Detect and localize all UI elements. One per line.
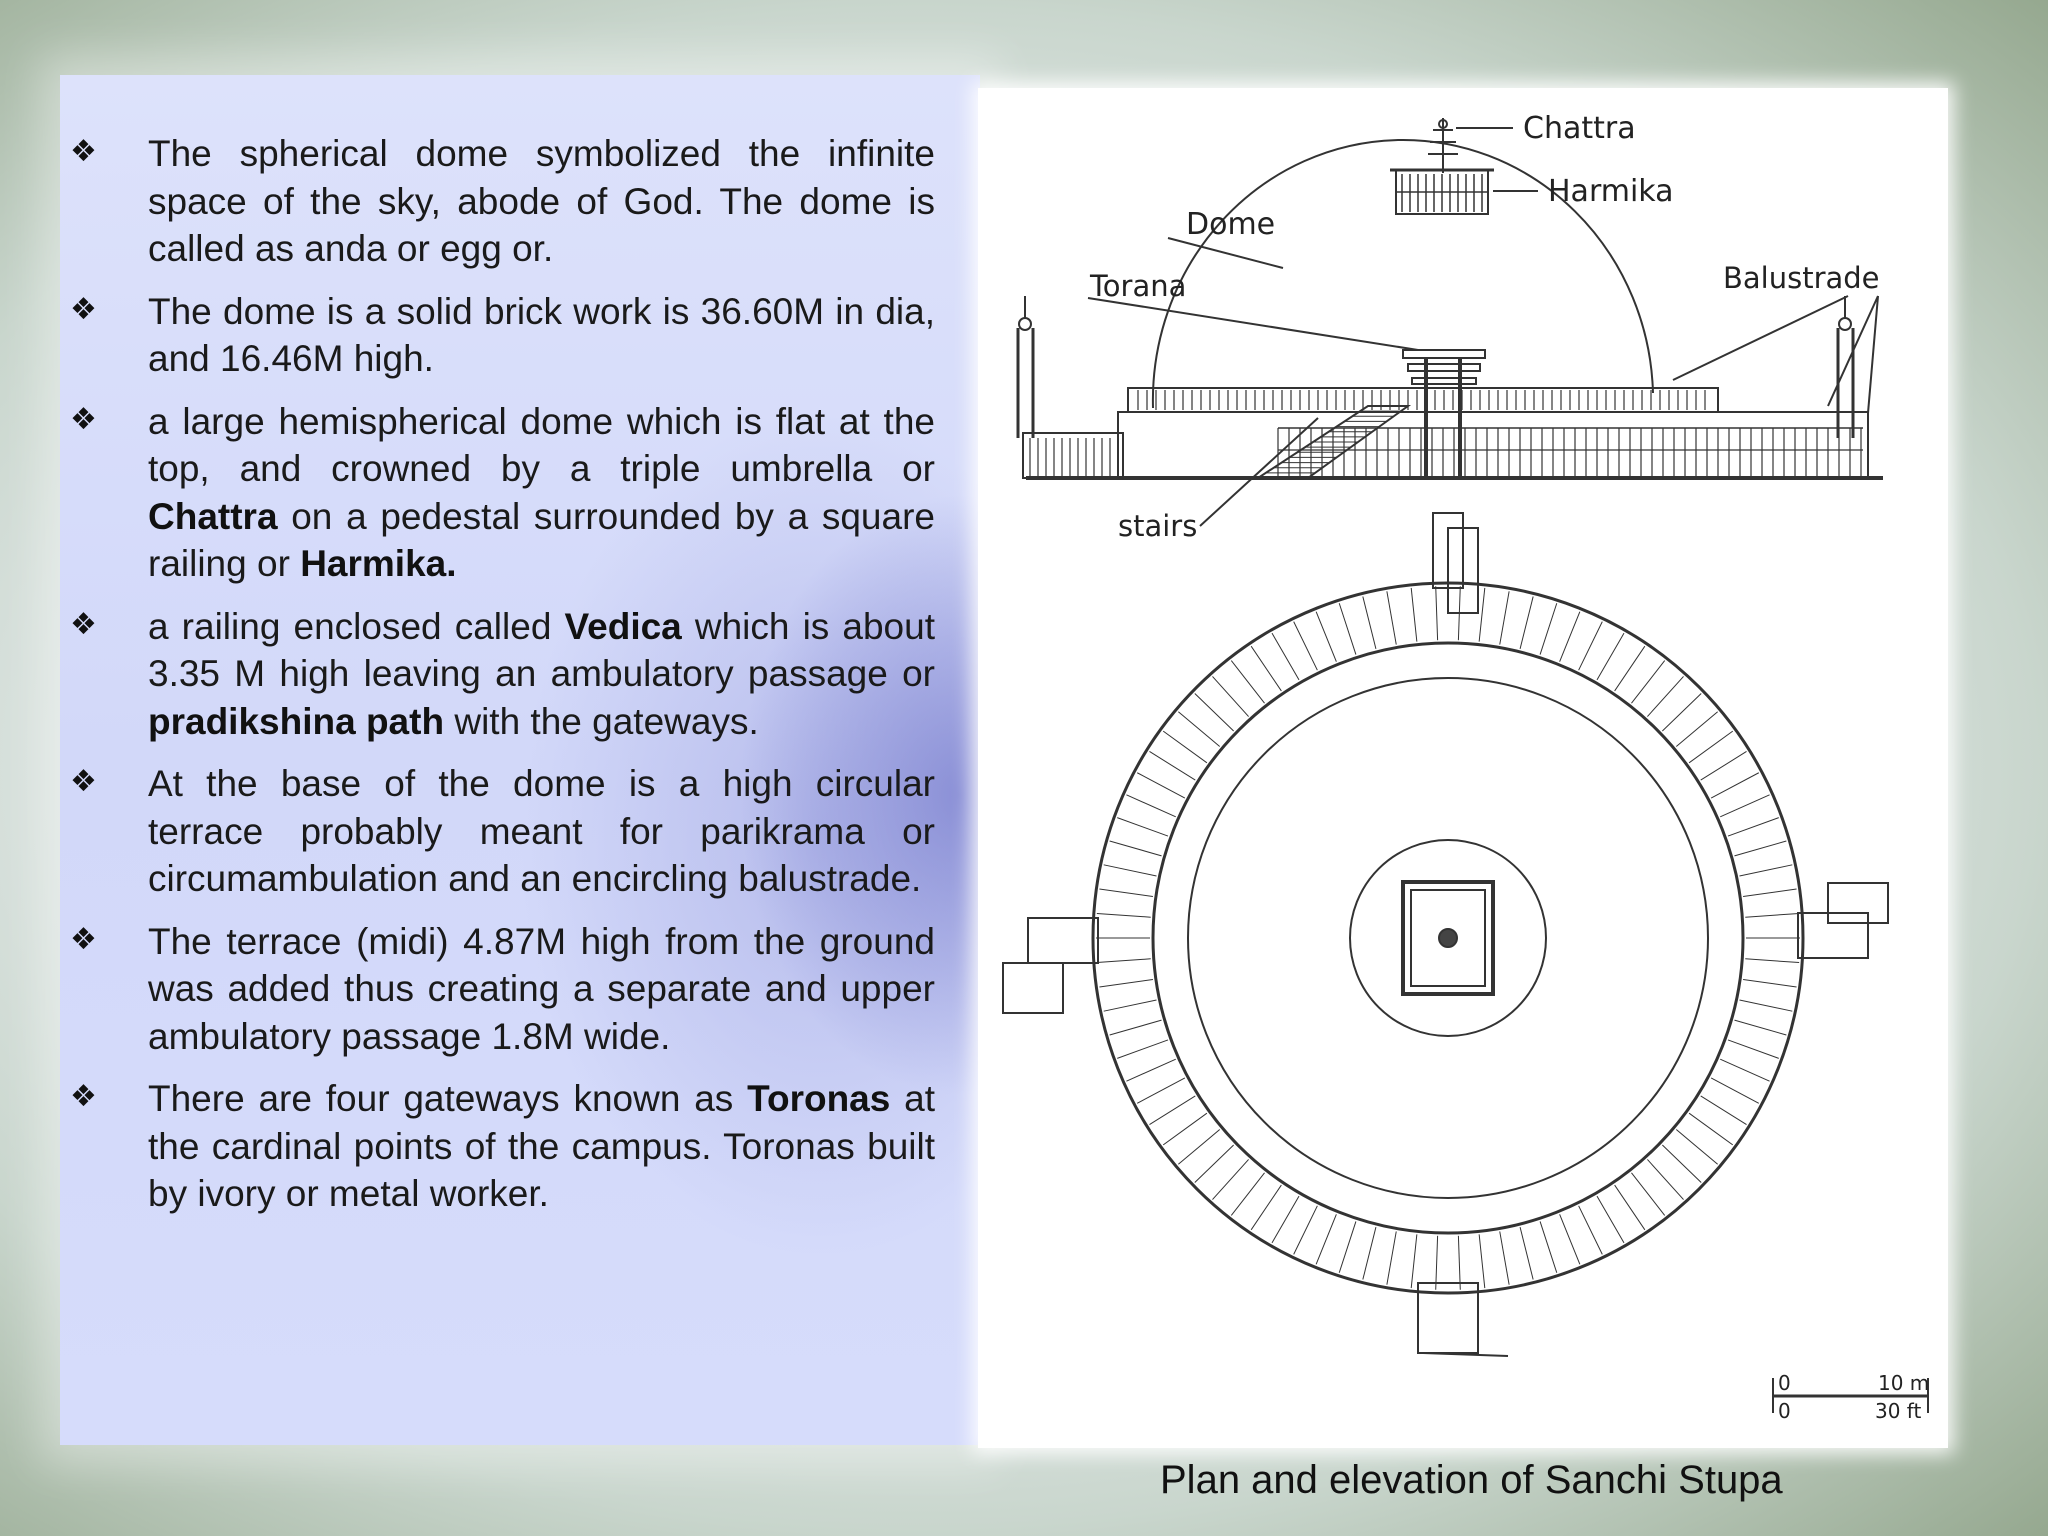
left-railing (1022, 432, 1124, 479)
bullet-text: The spherical dome symbolized the infini… (148, 130, 935, 273)
bullet-term: Toronas (747, 1078, 891, 1119)
bullet-item: ❖ There are four gateways known as Torona… (70, 1075, 935, 1218)
south-gateway (1417, 1282, 1509, 1357)
elevation-drawing: Chattra Harmika Dome Torana Balustrade s… (1016, 111, 1883, 543)
bullet-item: ❖ a large hemispherical dome which is fl… (70, 398, 935, 588)
bullet-diamond-icon: ❖ (70, 1079, 97, 1114)
bullet-diamond-icon: ❖ (70, 401, 97, 437)
bullet-term: Chattra (148, 495, 278, 537)
stupa-diagram: Chattra Harmika Dome Torana Balustrade s… (1002, 111, 1929, 1423)
harmika-box (1390, 168, 1494, 215)
bullet-fragment: There are four gateways known as (148, 1078, 748, 1119)
label-stairs: stairs (1118, 509, 1197, 543)
bullet-item: ❖ a railing enclosed called Vedica which… (70, 603, 935, 746)
plan-drawing (1002, 512, 1889, 1357)
scale-m-max: 10 m (1878, 1371, 1929, 1395)
bullet-item: ❖ At the base of the dome is a high circ… (70, 760, 935, 903)
north-gateway (1432, 512, 1479, 614)
center-marker (1438, 928, 1458, 948)
bullet-diamond-icon: ❖ (70, 764, 97, 799)
bullet-text: At the base of the dome is a high circul… (148, 760, 935, 903)
bullet-fragment: at the cardinal points of the campus. To… (148, 1078, 935, 1214)
figure-caption: Plan and elevation of Sanchi Stupa (1160, 1458, 1783, 1502)
bullet-fragment: with the gateways. (444, 700, 759, 742)
torana-leader (1087, 297, 1419, 351)
label-harmika: Harmika (1548, 174, 1674, 209)
bullet-diamond-icon: ❖ (70, 606, 97, 642)
stairs (1254, 405, 1412, 479)
bullet-fragment: a railing enclosed called (148, 605, 565, 647)
west-gateway (1002, 917, 1099, 1014)
bullet-text: a large hemispherical dome which is flat… (148, 398, 935, 588)
bullet-term: pradikshina path (148, 700, 445, 742)
bullet-fragment: which is about 3.35 M high leaving an am… (148, 605, 935, 695)
balustrade-leader-1 (1867, 295, 1879, 414)
balustrade-pillars (1016, 296, 1855, 438)
label-chattra: Chattra (1523, 111, 1636, 146)
bullet-text: The dome is a solid brick work is 36.60M… (148, 288, 935, 383)
label-balustrade: Balustrade (1723, 261, 1880, 295)
bullet-fragment: The terrace (midi) 4.87M high from the g… (148, 920, 935, 1057)
bullet-fragment: The dome is a solid brick work is 36.60M… (148, 290, 935, 380)
harmika-square (1401, 880, 1495, 996)
bullet-fragment: a large hemispherical dome which is flat… (148, 400, 935, 490)
bullet-diamond-icon: ❖ (70, 291, 97, 327)
dome-leader (1167, 237, 1284, 269)
balustrade-leader-3 (1672, 295, 1849, 381)
balustrade-leader-2 (1827, 295, 1879, 407)
figure-card: Chattra Harmika Dome Torana Balustrade s… (978, 88, 1948, 1448)
bullet-text: There are four gateways known as Toronas… (148, 1075, 935, 1218)
terrace (1117, 387, 1869, 479)
scale-bar: 0 10 m 0 30 ft (1772, 1371, 1929, 1423)
terrace-ring (1151, 641, 1745, 1235)
stairs-leader (1199, 417, 1319, 527)
chattra-spire (1428, 118, 1458, 173)
label-torana: Torana (1089, 269, 1186, 303)
text-panel (60, 75, 980, 1445)
ambulatory-segments (1096, 586, 1800, 1290)
label-dome: Dome (1186, 207, 1275, 242)
bullet-term: Vedica (564, 605, 682, 647)
bullet-item: ❖ The dome is a solid brick work is 36.6… (70, 288, 935, 383)
bullet-diamond-icon: ❖ (70, 134, 97, 169)
scale-ft-max: 30 ft (1875, 1399, 1921, 1423)
harmika-square-inner (1410, 889, 1486, 987)
bullet-fragment: on a pedestal surrounded by a square rai… (148, 495, 935, 585)
bullet-fragment: At the base of the dome is a high circul… (148, 763, 935, 899)
bullet-item: ❖ The spherical dome symbolized the infin… (70, 130, 935, 273)
bullet-list: ❖ The spherical dome symbolized the infin… (70, 130, 935, 1233)
bullet-text: The terrace (midi) 4.87M high from the g… (148, 918, 935, 1061)
bullet-fragment: The spherical dome symbolized the infini… (148, 133, 935, 269)
scale-m-zero: 0 (1778, 1371, 1791, 1395)
bullet-text: a railing enclosed called Vedica which i… (148, 603, 935, 746)
bullet-diamond-icon: ❖ (70, 921, 97, 957)
dome-base-ring (1187, 677, 1709, 1199)
dome-outline (1151, 138, 1654, 409)
inner-ring (1349, 839, 1547, 1037)
torana-gate (1402, 349, 1486, 478)
bullet-item: ❖ The terrace (midi) 4.87M high from the … (70, 918, 935, 1061)
bullet-term: Harmika. (300, 543, 457, 584)
east-gateway (1797, 882, 1889, 959)
scale-ft-zero: 0 (1778, 1399, 1791, 1423)
